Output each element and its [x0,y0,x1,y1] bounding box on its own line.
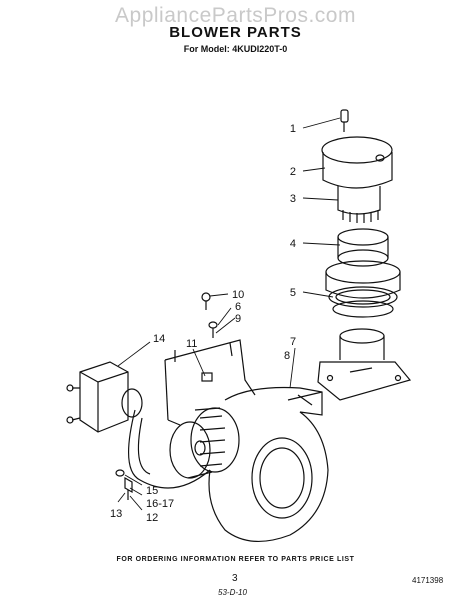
part-5-gasket [328,286,398,318]
part-7-8-bracket [317,328,412,401]
callout-10: 10 [232,289,244,301]
part-12-13-15-screws [115,469,133,500]
callout-3: 3 [290,193,296,205]
part-3-motor [337,186,381,223]
callout-8: 8 [284,350,290,362]
watermark: AppliancePartsPros.com [115,4,356,27]
callout-15: 15 [146,485,158,497]
page-title: BLOWER PARTS [169,24,302,41]
part-4-housing [325,228,401,299]
model-line: For Model: 4KUDI220T-0 [183,44,288,54]
blower-housing [208,386,329,543]
blower-frame [127,339,256,489]
callout-5: 5 [290,287,296,299]
callout-2: 2 [290,166,296,178]
callout-labels: 1 2 3 4 5 10 6 9 11 7 8 14 15 16-17 12 1… [110,123,296,524]
callout-11: 11 [186,338,197,350]
callout-13: 13 [110,508,122,520]
handwritten-note: 53-D-10 [218,588,247,597]
callout-9: 9 [235,313,241,325]
callout-1: 1 [290,123,296,135]
callout-6: 6 [235,301,241,313]
callout-7: 7 [290,336,296,348]
part-2-motor-cap [321,136,393,189]
blower-wheel [169,407,240,479]
ordering-note: FOR ORDERING INFORMATION REFER TO PARTS … [116,556,355,563]
part-9-10-11-hardware [201,292,218,338]
page-number: 3 [232,573,238,584]
document-number: 4171398 [412,576,444,585]
callout-4: 4 [290,238,296,250]
callout-14: 14 [153,333,165,345]
leader-lines [117,117,341,511]
callout-12: 12 [146,512,158,524]
callout-16-17: 16-17 [146,498,174,510]
part-14-capacitor [66,361,143,433]
part-1-screw [340,109,349,132]
